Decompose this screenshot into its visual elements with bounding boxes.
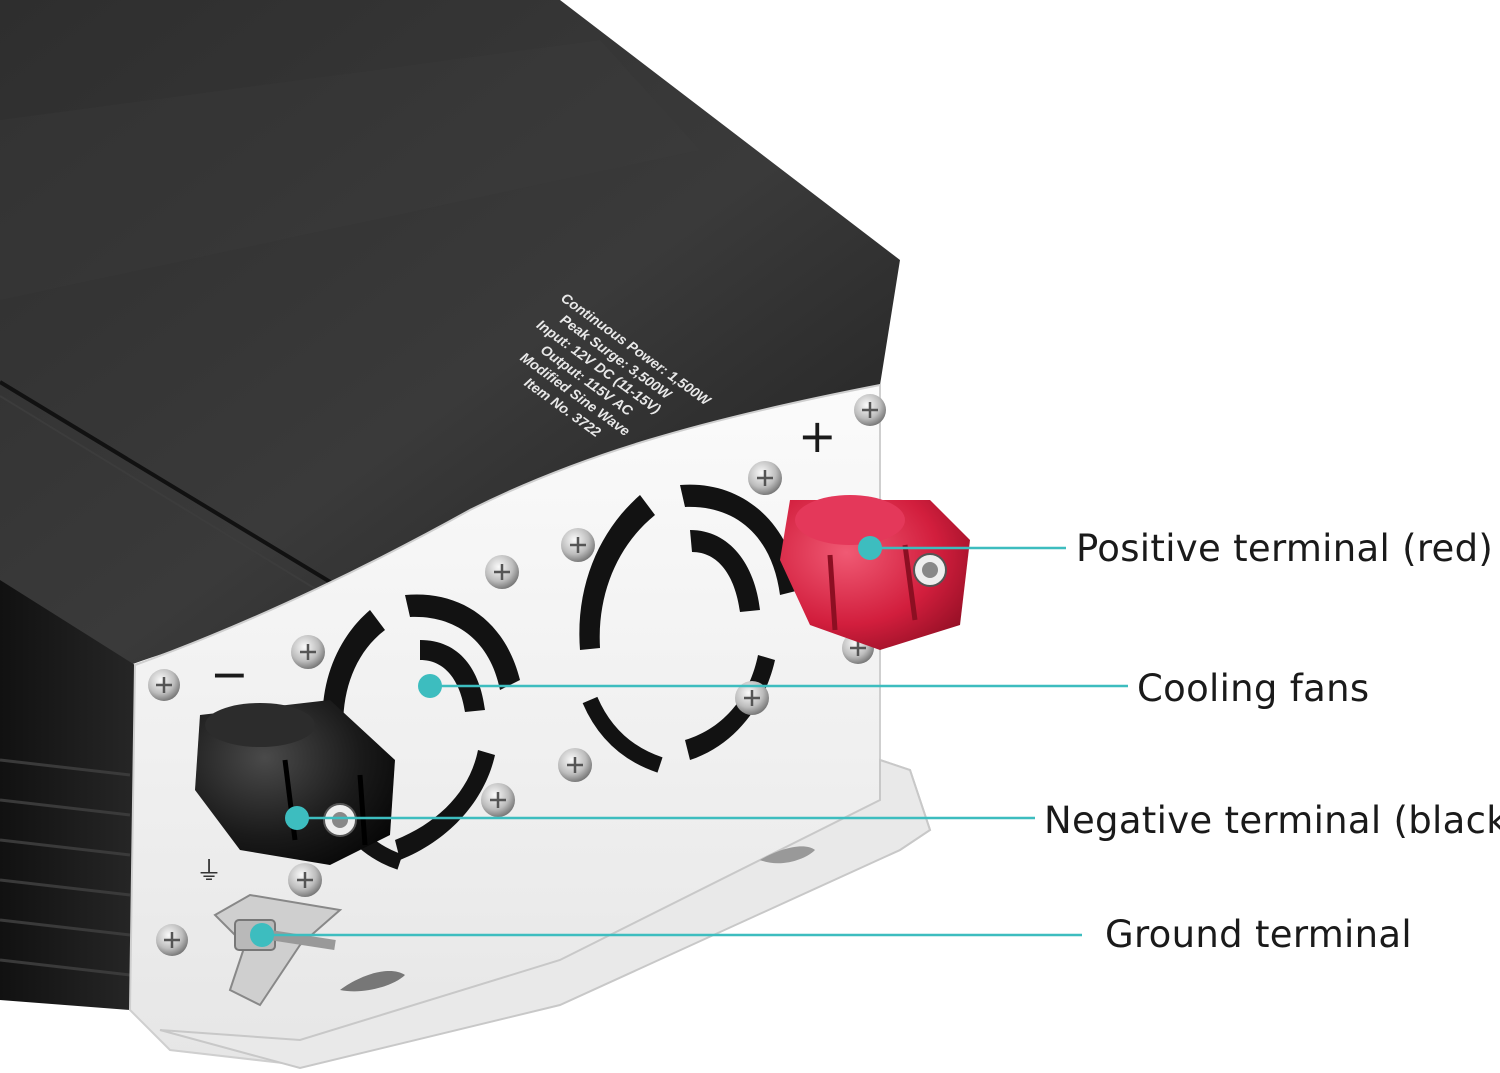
callout-positive-terminal: Positive terminal (red) xyxy=(1076,527,1494,570)
housing-highlight xyxy=(0,40,700,300)
positive-symbol: + xyxy=(798,409,837,463)
flange-slot xyxy=(340,970,405,992)
heat-sink-fins xyxy=(0,758,131,977)
negative-symbol: − xyxy=(210,647,249,701)
housing-seam xyxy=(0,380,362,602)
callout-ground-terminal: Ground terminal xyxy=(1105,913,1412,956)
callout-negative-terminal: Negative terminal (black) xyxy=(1044,799,1500,842)
negative-terminal xyxy=(195,700,395,865)
ground-symbol-icon: ⏚ xyxy=(196,857,222,887)
callout-cooling-fans: Cooling fans xyxy=(1137,667,1370,710)
flange-slot xyxy=(760,846,815,864)
callout-dot-ground xyxy=(250,923,274,947)
mounting-flange xyxy=(159,758,932,1070)
positive-terminal xyxy=(780,495,970,650)
callout-lines xyxy=(262,546,1128,937)
callout-dot-negative xyxy=(285,806,309,830)
housing-top xyxy=(0,0,900,665)
callout-dots xyxy=(250,536,882,947)
callout-dot-positive xyxy=(858,536,882,560)
housing-side xyxy=(0,580,135,1010)
callout-dot-cooling xyxy=(418,674,442,698)
